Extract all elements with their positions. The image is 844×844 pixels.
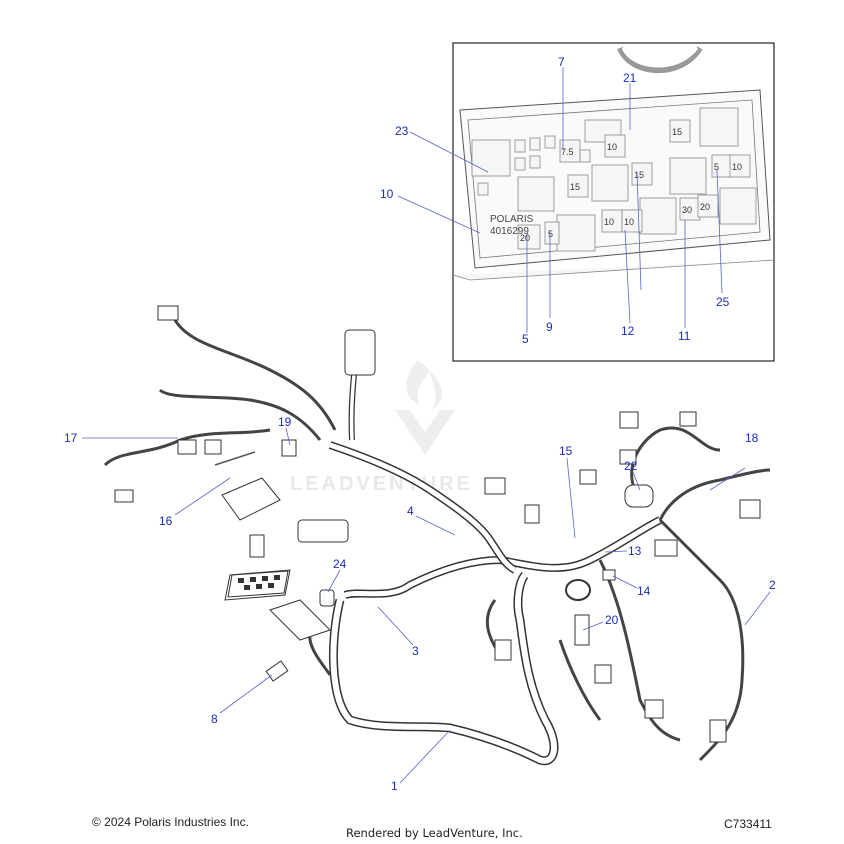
fuse: 15 — [567, 174, 589, 198]
callout-21[interactable]: 21 — [623, 71, 637, 85]
watermark-text: LEADVENTURE — [290, 473, 473, 495]
callout-22[interactable]: 22 — [624, 459, 638, 473]
leader-lines — [82, 67, 771, 784]
callout-13[interactable]: 13 — [628, 544, 642, 558]
callout-16[interactable]: 16 — [159, 514, 173, 528]
callout-15[interactable]: 15 — [559, 444, 573, 458]
callout-12[interactable]: 12 — [621, 324, 635, 338]
callout-24[interactable]: 24 — [333, 557, 347, 571]
callout-3[interactable]: 3 — [412, 644, 419, 658]
callout-10[interactable]: 10 — [380, 187, 394, 201]
component-connectors — [114, 305, 761, 743]
main-harness — [103, 319, 771, 766]
fuse: 20 — [697, 194, 719, 218]
callout-17[interactable]: 17 — [64, 431, 78, 445]
svg-text:5: 5 — [714, 162, 719, 172]
callout-8[interactable]: 8 — [211, 712, 218, 726]
callout-20[interactable]: 20 — [605, 613, 619, 627]
fuse: 15 — [631, 162, 653, 186]
fuse-block-part-number: 4016299 — [490, 226, 529, 237]
fuse: 10 — [601, 209, 623, 233]
fuse: 20 — [517, 224, 541, 250]
callout-14[interactable]: 14 — [637, 584, 651, 598]
callout-19[interactable]: 19 — [278, 415, 292, 429]
svg-text:10: 10 — [732, 162, 742, 172]
fuse: 10 — [729, 154, 751, 178]
svg-text:20: 20 — [520, 233, 530, 243]
fuse: 30 — [679, 197, 701, 221]
callout-2[interactable]: 2 — [769, 578, 776, 592]
callout-9[interactable]: 9 — [546, 320, 553, 334]
callout-23[interactable]: 23 — [395, 124, 409, 138]
svg-text:7.5: 7.5 — [561, 147, 574, 157]
svg-text:15: 15 — [672, 127, 682, 137]
svg-text:10: 10 — [604, 217, 614, 227]
callout-labels: 1 2 3 4 5 7 8 9 10 11 12 13 14 15 16 17 … — [64, 55, 776, 793]
fuse: 5 — [544, 221, 560, 245]
callout-18[interactable]: 18 — [745, 431, 759, 445]
svg-text:10: 10 — [624, 217, 634, 227]
callout-4[interactable]: 4 — [407, 504, 414, 518]
callout-1[interactable]: 1 — [391, 779, 398, 793]
callout-25[interactable]: 25 — [716, 295, 730, 309]
rendered-by-text: Rendered by LeadVenture, Inc. — [346, 826, 523, 840]
copyright-text: © 2024 Polaris Industries Inc. — [92, 815, 249, 829]
callout-11[interactable]: 11 — [678, 329, 691, 343]
fuse-grid-component — [227, 570, 289, 598]
fuse: 5 — [711, 154, 733, 178]
fuse-block-brand: POLARIS — [490, 214, 534, 225]
svg-text:10: 10 — [607, 142, 617, 152]
svg-text:5: 5 — [548, 229, 553, 239]
fuse: 10 — [604, 134, 626, 158]
fuse-box-inset: 20 15 10 10 15 30 20 15 5 7.5 10 5 10 PO… — [452, 46, 775, 281]
svg-text:30: 30 — [682, 205, 692, 215]
fuse: 10 — [621, 209, 643, 233]
fuse: 15 — [669, 119, 691, 143]
figure-id: C733411 — [724, 817, 772, 831]
svg-text:20: 20 — [700, 202, 710, 212]
callout-7[interactable]: 7 — [558, 55, 565, 69]
watermark-logo: LEADVENTURE — [290, 360, 473, 495]
callout-5[interactable]: 5 — [522, 332, 529, 346]
svg-text:15: 15 — [634, 170, 644, 180]
svg-text:15: 15 — [570, 182, 580, 192]
